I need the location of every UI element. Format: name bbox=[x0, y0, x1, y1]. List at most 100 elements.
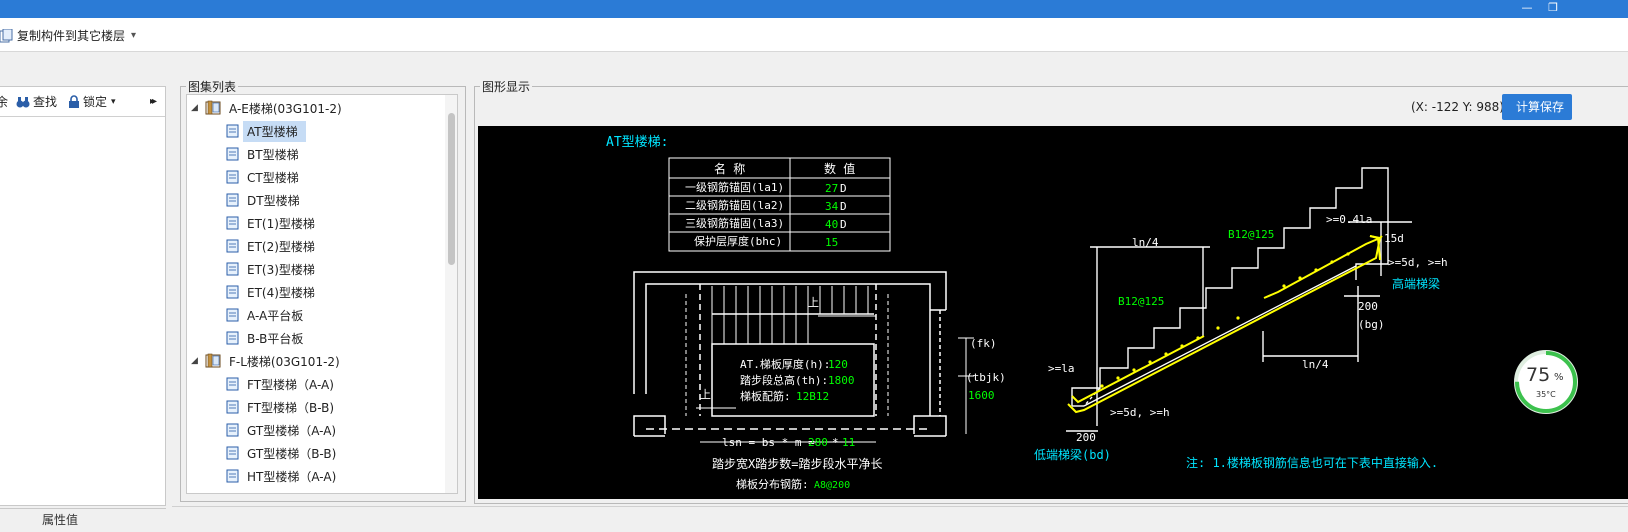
table-row-name: 保护层厚度(bhc) bbox=[694, 234, 782, 248]
lock-icon bbox=[69, 94, 79, 108]
height-value[interactable]: 1800 bbox=[828, 374, 855, 387]
anchor-04-label: >=0.4la bbox=[1326, 213, 1372, 226]
coordinate-readout: (X: -122 Y: 988) bbox=[1411, 100, 1504, 114]
find-label: 查找 bbox=[33, 95, 58, 109]
tree-item[interactable]: AT型楼梯 bbox=[225, 120, 306, 142]
tree-group[interactable]: ◢F-L楼梯(03G101-2) bbox=[191, 350, 348, 372]
ribbon-band bbox=[0, 52, 1628, 80]
lock-button[interactable]: 锁定 ▾ bbox=[68, 93, 116, 110]
page-icon bbox=[226, 400, 239, 414]
page-icon bbox=[226, 331, 239, 345]
page-icon bbox=[226, 124, 239, 138]
table-row-value[interactable]: 34 bbox=[825, 200, 839, 213]
tree-item[interactable]: ET(2)型楼梯 bbox=[225, 235, 323, 257]
atlas-groupbox bbox=[180, 86, 466, 502]
thickness-value[interactable]: 120 bbox=[828, 358, 848, 371]
tree-item[interactable]: ET(4)型楼梯 bbox=[225, 281, 323, 303]
delete-button-partial[interactable]: 余 bbox=[0, 95, 9, 109]
book-icon bbox=[205, 353, 221, 368]
tree-item-label: FT型楼梯（A-A) bbox=[247, 377, 334, 392]
toolbar: 复制构件到其它楼层 ▾ bbox=[0, 18, 1628, 52]
tree-item[interactable]: ET(3)型楼梯 bbox=[225, 258, 323, 280]
tree-item-label: B-B平台板 bbox=[247, 331, 304, 346]
tbjk-value[interactable]: 1600 bbox=[968, 389, 995, 402]
scrollbar-thumb[interactable] bbox=[448, 113, 455, 265]
tree-group[interactable]: ◢A-E楼梯(03G101-2) bbox=[191, 97, 350, 119]
display-groupbox bbox=[474, 86, 1628, 504]
note-text: 注: 1.楼梯板钢筋信息也可在下表中直接输入. bbox=[1186, 455, 1438, 470]
tree-scrollbar[interactable] bbox=[445, 95, 457, 493]
collapse-caret-icon[interactable]: ◢ bbox=[191, 103, 198, 113]
performance-gauge[interactable]: 75 % 35°C bbox=[1514, 350, 1578, 414]
expand-panel-icon[interactable]: ▸▸ bbox=[150, 96, 157, 107]
ln4-bottom-label: ln/4 bbox=[1302, 358, 1329, 371]
display-title: 图形显示 bbox=[480, 78, 533, 95]
table-row-unit: D bbox=[840, 182, 847, 195]
gauge-percent: 75 bbox=[1526, 364, 1551, 386]
tree-item[interactable]: HT型楼梯（A-A) bbox=[225, 465, 344, 487]
tread-count-value[interactable]: 11 bbox=[842, 436, 855, 449]
bg-label: (bg) bbox=[1358, 318, 1385, 331]
rebar-line bbox=[1067, 235, 1383, 414]
tree-item[interactable]: GT型楼梯（A-A) bbox=[225, 419, 344, 441]
mid-rebar-label[interactable]: B12@125 bbox=[1118, 295, 1164, 308]
copy-to-floor-label: 复制构件到其它楼层 bbox=[17, 29, 126, 43]
tree-item[interactable]: CT型楼梯 bbox=[225, 166, 307, 188]
low-beam-label: 低端梯梁(bd) bbox=[1034, 447, 1111, 462]
page-icon bbox=[226, 170, 239, 184]
tree-item[interactable]: B-B平台板 bbox=[225, 327, 311, 349]
gauge-temp: 35°C bbox=[1536, 390, 1556, 399]
table-row-value[interactable]: 15 bbox=[825, 236, 838, 249]
properties-tab[interactable]: 属性值 bbox=[0, 508, 166, 532]
thickness-label: AT.梯板厚度(h): bbox=[740, 357, 830, 371]
tree-item[interactable]: BT型楼梯 bbox=[225, 143, 307, 165]
drawing-canvas[interactable]: AT型楼梯: 名 称 数 值 一级钢筋锚固(la1) 27 D 二级钢筋锚固(l… bbox=[478, 126, 1628, 499]
tread-width-value[interactable]: 280 bbox=[808, 436, 828, 449]
page-icon bbox=[226, 193, 239, 207]
lsn-multiply: * bbox=[832, 436, 839, 449]
maximize-icon[interactable]: ❐ bbox=[1548, 1, 1558, 14]
table-row-value[interactable]: 40 bbox=[825, 218, 838, 231]
ln4-top-label: ln/4 bbox=[1132, 236, 1159, 249]
calculate-save-button[interactable]: 计算保存 bbox=[1502, 94, 1572, 120]
copy-to-floor-button[interactable]: 复制构件到其它楼层 ▾ bbox=[0, 27, 136, 44]
tree-item[interactable]: ET(1)型楼梯 bbox=[225, 212, 323, 234]
anchor-top-label: >=5d, >=h bbox=[1388, 256, 1448, 269]
table-row-name: 二级钢筋锚固(la2) bbox=[685, 198, 784, 212]
parameter-table bbox=[668, 157, 891, 252]
rebar-value[interactable]: 12B12 bbox=[796, 390, 829, 403]
tree-item-label: BT型楼梯 bbox=[247, 147, 299, 162]
table-row-value[interactable]: 27 bbox=[825, 182, 838, 195]
tree-item[interactable]: DT型楼梯 bbox=[225, 189, 308, 211]
tree-item-label: ET(4)型楼梯 bbox=[247, 285, 315, 300]
tree-item-label: ET(3)型楼梯 bbox=[247, 262, 315, 277]
hook-15d-label: 15d bbox=[1384, 232, 1404, 245]
height-label: 踏步段总高(th): bbox=[740, 373, 828, 387]
component-panel: 余 查找 锁定 ▾ ▸▸ bbox=[0, 86, 166, 506]
tree-item-label: GT型楼梯（B-B) bbox=[247, 446, 337, 461]
tree-item-label: CT型楼梯 bbox=[247, 170, 299, 185]
top-rebar-label[interactable]: B12@125 bbox=[1228, 228, 1274, 241]
page-icon bbox=[226, 308, 239, 322]
page-icon bbox=[226, 377, 239, 391]
status-strip bbox=[172, 506, 1628, 532]
tree-item[interactable]: GT型楼梯（B-B) bbox=[225, 442, 344, 464]
table-header-value: 数 值 bbox=[824, 161, 855, 176]
collapse-caret-icon[interactable]: ◢ bbox=[191, 356, 198, 366]
tree-item[interactable]: FT型楼梯（A-A) bbox=[225, 373, 342, 395]
distribution-rebar-value[interactable]: A8@200 bbox=[814, 480, 850, 491]
tree-item-label: A-A平台板 bbox=[247, 308, 304, 323]
gauge-ring bbox=[1515, 351, 1577, 413]
chevron-down-icon: ▾ bbox=[131, 30, 137, 41]
tree-item[interactable]: A-A平台板 bbox=[225, 304, 311, 326]
page-icon bbox=[226, 216, 239, 230]
up-arrow-label: 上 bbox=[700, 388, 711, 401]
stair-tread-lines bbox=[685, 286, 974, 443]
fk-label: (fk) bbox=[970, 337, 997, 350]
find-button[interactable]: 查找 bbox=[16, 93, 57, 110]
la-label: >=la bbox=[1048, 362, 1075, 375]
chevron-down-icon: ▾ bbox=[111, 96, 116, 107]
minimize-icon[interactable]: — bbox=[1521, 1, 1533, 14]
tree-item[interactable]: FT型楼梯（B-B) bbox=[225, 396, 342, 418]
